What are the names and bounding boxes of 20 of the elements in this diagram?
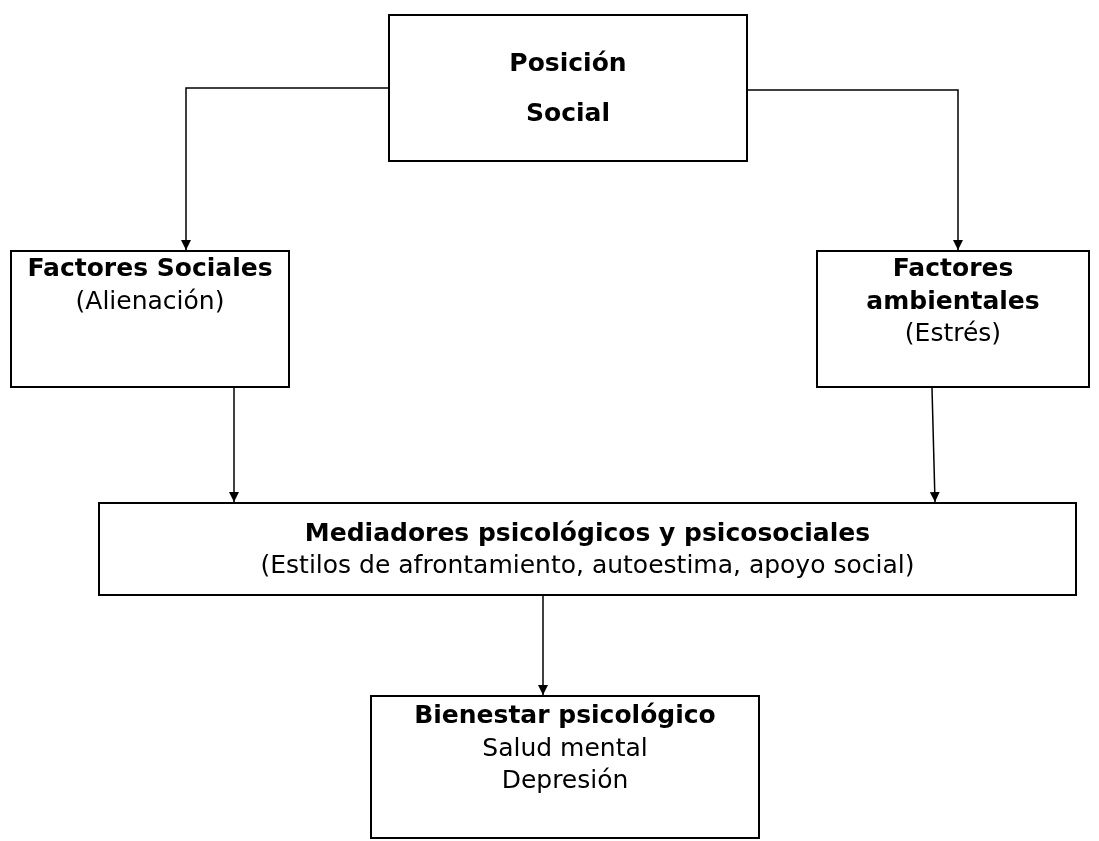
arrow xyxy=(747,89,963,251)
node-title: Mediadores psicológicos y psicosociales xyxy=(304,516,871,549)
node-text: (Estilos de afrontamiento, autoestima, apoyo social) xyxy=(260,549,915,581)
process-box xyxy=(816,250,1090,388)
node-text: Depresión xyxy=(501,764,629,796)
node-text: Salud mental xyxy=(482,731,648,764)
process-box xyxy=(388,14,748,162)
arrow xyxy=(229,387,239,503)
arrow xyxy=(538,595,548,696)
process-box xyxy=(98,502,1077,596)
arrow xyxy=(929,387,940,503)
arrow xyxy=(181,87,389,251)
node-title: Bienestar psicológico xyxy=(414,699,716,731)
node-text: (Alienación) xyxy=(75,284,225,317)
process-box xyxy=(370,695,760,839)
node-title: Posición Social xyxy=(508,47,628,129)
node-text: (Estrés) xyxy=(904,317,1002,349)
process-box xyxy=(10,250,290,388)
node-title: Factores Sociales xyxy=(27,252,273,284)
node-title: Factores ambientales xyxy=(865,252,1041,317)
